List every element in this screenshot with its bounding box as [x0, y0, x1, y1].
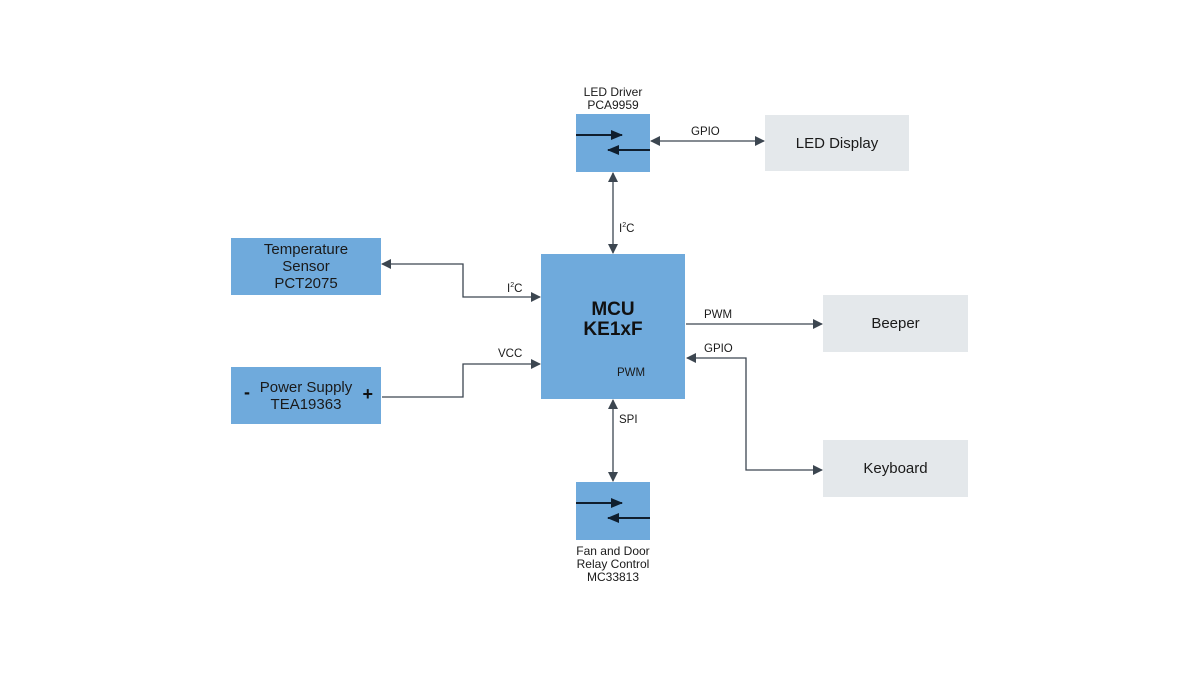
label-i2c-led: I2C	[619, 222, 634, 235]
power-supply-name: Power Supply	[259, 378, 353, 396]
temp-sensor-part: PCT2075	[274, 275, 338, 292]
fan-relay-line1: Fan and Door	[576, 544, 650, 558]
plus-terminal-icon: +	[362, 384, 373, 404]
led-display-label: LED Display	[795, 134, 879, 152]
keyboard-block[interactable]: Keyboard	[823, 440, 968, 497]
label-gpio-keyboard: GPIO	[704, 343, 733, 355]
i2c-base: I	[619, 222, 623, 235]
fan-relay-block[interactable]	[576, 482, 650, 540]
i2c-sup: 2	[510, 282, 515, 289]
fan-relay-line2: Relay Control	[576, 557, 650, 571]
power-supply-part: TEA19363	[270, 395, 342, 413]
i2c-base: I	[507, 282, 511, 295]
led-driver-part: PCA9959	[587, 98, 639, 112]
mcu-part: KE1xF	[583, 318, 643, 340]
label-pwm-beeper: PWM	[704, 309, 733, 321]
label-i2c-temp: I2C	[507, 282, 522, 295]
wire-i2c-temp	[381, 259, 541, 302]
beeper-label: Beeper	[871, 315, 920, 332]
wire-gpio-keyboard	[686, 353, 823, 475]
led-display-block[interactable]: LED Display	[765, 115, 909, 171]
temperature-sensor-block[interactable]: Temperature Sensor PCT2075	[231, 238, 381, 295]
temp-sensor-line2: Sensor	[282, 258, 330, 275]
led-driver-name: LED Driver	[583, 85, 643, 99]
led-driver-block[interactable]	[576, 114, 650, 172]
switch-arrows-icon	[576, 498, 650, 523]
keyboard-label: Keyboard	[863, 460, 928, 477]
beeper-block[interactable]: Beeper	[823, 295, 968, 352]
fan-relay-part: MC33813	[586, 570, 640, 584]
minus-terminal-icon: -	[244, 382, 250, 402]
i2c-end: C	[626, 222, 635, 235]
i2c-end: C	[514, 282, 523, 295]
wire-vcc	[382, 359, 541, 398]
led-driver-caption: LED Driver PCA9959	[560, 86, 666, 112]
switch-arrows-icon	[576, 130, 650, 155]
mcu-title: MCU	[591, 298, 635, 320]
temp-sensor-line1: Temperature	[263, 241, 349, 258]
power-supply-block[interactable]: - Power Supply TEA19363 +	[231, 367, 381, 424]
label-led-gpio: GPIO	[691, 126, 720, 138]
i2c-sup: 2	[622, 222, 627, 229]
fan-relay-caption: Fan and Door Relay Control MC33813	[548, 545, 678, 584]
mcu-pwm-label: PWM	[617, 367, 646, 379]
label-vcc: VCC	[498, 348, 523, 360]
mcu-block[interactable]: MCU KE1xF PWM	[541, 254, 685, 399]
label-spi: SPI	[619, 414, 638, 426]
